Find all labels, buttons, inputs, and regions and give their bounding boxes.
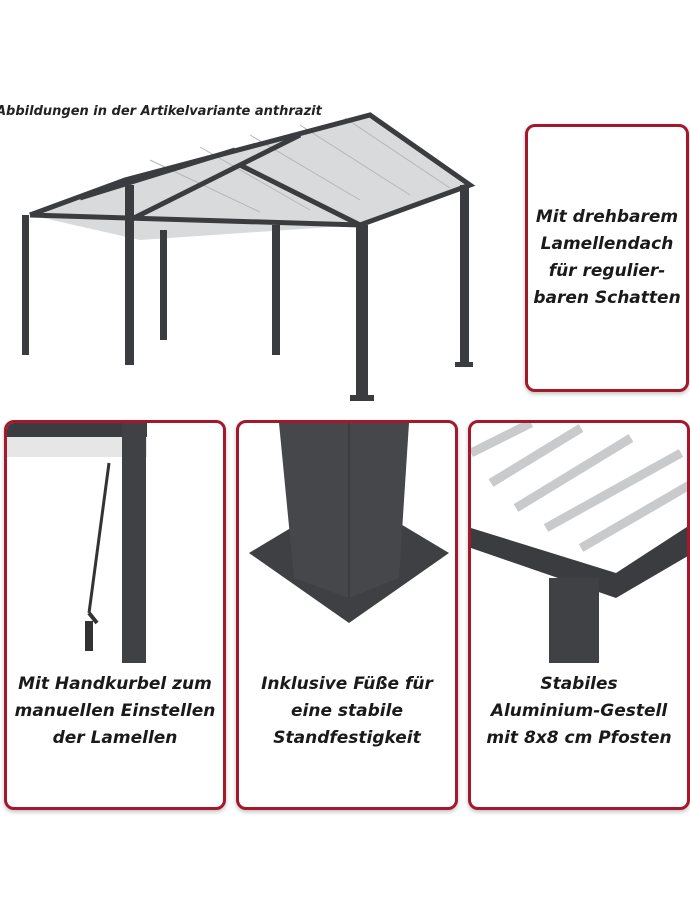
feature-line: baren Schatten xyxy=(533,288,681,308)
feature-line: Mit drehbarem xyxy=(535,207,679,227)
feature-panel-frame: Stabiles Aluminium-Gestell mit 8x8 cm Pf… xyxy=(468,420,690,810)
feature-line: Aluminium-Gestell xyxy=(490,701,668,721)
variant-caption: Abbildungen in der Artikelvariante anthr… xyxy=(0,104,322,119)
hand-crank-image xyxy=(7,423,147,663)
feature-panel-feet: Inklusive Füße für eine stabile Standfes… xyxy=(236,420,458,810)
frame-detail-image xyxy=(471,423,687,663)
feature-box-lamella-roof: Mit drehbarem Lamellendach für regulier-… xyxy=(525,124,689,392)
feature-line: manuellen Einstellen xyxy=(14,701,216,721)
feature-line: Standfestigkeit xyxy=(273,728,421,748)
feature-panel-hand-crank: Mit Handkurbel zum manuellen Einstellen … xyxy=(4,420,226,810)
feature-line: Lamellendach xyxy=(540,234,674,254)
feature-line: Inklusive Füße für xyxy=(261,674,433,694)
feature-line: der Lamellen xyxy=(52,728,178,748)
feature-line: eine stabile xyxy=(291,701,403,721)
feature-line: mit 8x8 cm Pfosten xyxy=(486,728,672,748)
pergola-image xyxy=(22,112,476,401)
feature-line: für regulier- xyxy=(548,261,666,281)
feature-line: Stabiles xyxy=(540,674,618,694)
feature-line: Mit Handkurbel zum xyxy=(18,674,212,694)
post-foot-image xyxy=(249,423,449,623)
